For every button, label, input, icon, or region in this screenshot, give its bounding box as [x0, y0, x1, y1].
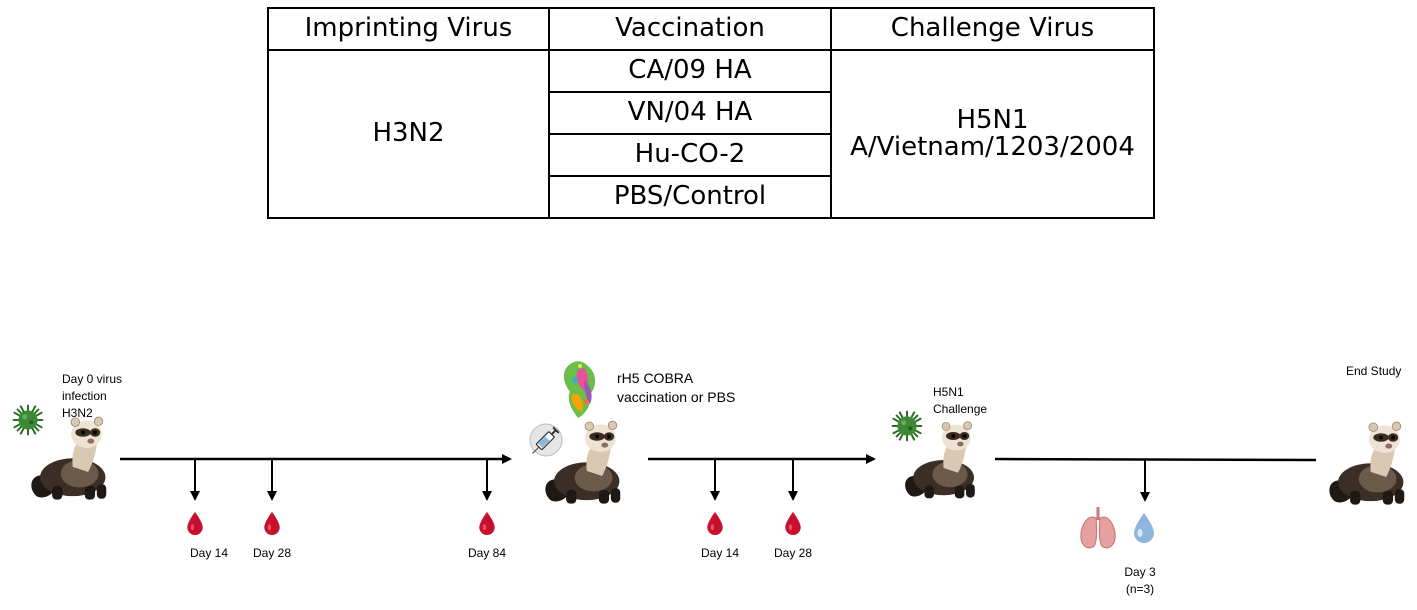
- bleed-day-label: Day 84: [467, 546, 507, 560]
- header-imprinting-virus: Imprinting Virus: [267, 7, 550, 51]
- bleed-day-label: Day 28: [773, 546, 813, 560]
- syringe-icon: [529, 423, 563, 457]
- blood-drop-icon: [785, 511, 801, 535]
- vaccination-label-line: rH5 COBRA: [617, 370, 694, 386]
- blood-drop-icon: [264, 511, 280, 535]
- start-label-line: Day 0 virus: [62, 372, 123, 386]
- blood-drop-icon: [707, 511, 723, 535]
- challenge-virus-strain: A/Vietnam/1203/2004: [850, 132, 1135, 162]
- blood-drop-icon: [187, 511, 203, 535]
- study-design-table: Imprinting Virus Vaccination Challenge V…: [267, 7, 1155, 219]
- challenge-label: H5N1 Challenge: [933, 384, 987, 418]
- challenge-label-line: H5N1: [933, 385, 964, 399]
- start-label-line: H3N2: [62, 406, 93, 420]
- protein-structure-icon: [563, 361, 596, 418]
- necropsy-label: Day 3 (n=3): [1124, 564, 1155, 598]
- bleed-day-label: Day 28: [252, 546, 292, 560]
- vaccination-cell: PBS/Control: [548, 175, 832, 219]
- challenge-label-line: Challenge: [933, 402, 988, 416]
- header-vaccination: Vaccination: [548, 7, 832, 51]
- start-label-line: infection: [62, 389, 107, 403]
- start-infection-label: Day 0 virus infection H3N2: [62, 371, 122, 422]
- table-row: H3N2 CA/09 HA H5N1 A/Vietnam/1203/2004: [267, 49, 1155, 219]
- nasal-wash-drop-icon: [1134, 513, 1154, 543]
- ferret-icon: [30, 416, 107, 501]
- header-challenge-virus: Challenge Virus: [830, 7, 1155, 51]
- challenge-virus-subtype: H5N1: [956, 104, 1029, 135]
- vaccination-label: rH5 COBRA vaccination or PBS: [617, 369, 735, 407]
- virus-icon: [12, 404, 44, 436]
- bleed-day-label: Day 14: [700, 546, 740, 560]
- vaccination-cell: CA/09 HA: [548, 49, 832, 93]
- imprinting-virus-cell: H3N2: [267, 49, 550, 219]
- blood-drop-icon: [479, 511, 495, 535]
- challenge-virus-cell: H5N1 A/Vietnam/1203/2004: [830, 49, 1155, 219]
- table-row: VN/04 HA: [268, 91, 1154, 135]
- necropsy-n: (n=3): [1125, 582, 1155, 596]
- table-header-row: Imprinting Virus Vaccination Challenge V…: [267, 7, 1155, 51]
- vaccination-cell: VN/04 HA: [548, 91, 832, 135]
- necropsy-day: Day 3: [1124, 565, 1156, 579]
- bleed-day-label: Day 14: [189, 546, 229, 560]
- table-row: PBS/Control: [268, 175, 1154, 219]
- end-study-label: End Study: [1346, 364, 1402, 378]
- virus-icon: [891, 410, 923, 442]
- timeline-line-phase3: [994, 457, 1317, 462]
- ferret-icon: [1328, 421, 1405, 506]
- vaccination-cell: Hu-CO-2: [548, 133, 832, 177]
- vaccination-label-line: vaccination or PBS: [617, 389, 736, 405]
- lungs-icon: [1080, 507, 1116, 549]
- table-row: Hu-CO-2: [268, 133, 1154, 177]
- ferret-icon: [904, 421, 976, 499]
